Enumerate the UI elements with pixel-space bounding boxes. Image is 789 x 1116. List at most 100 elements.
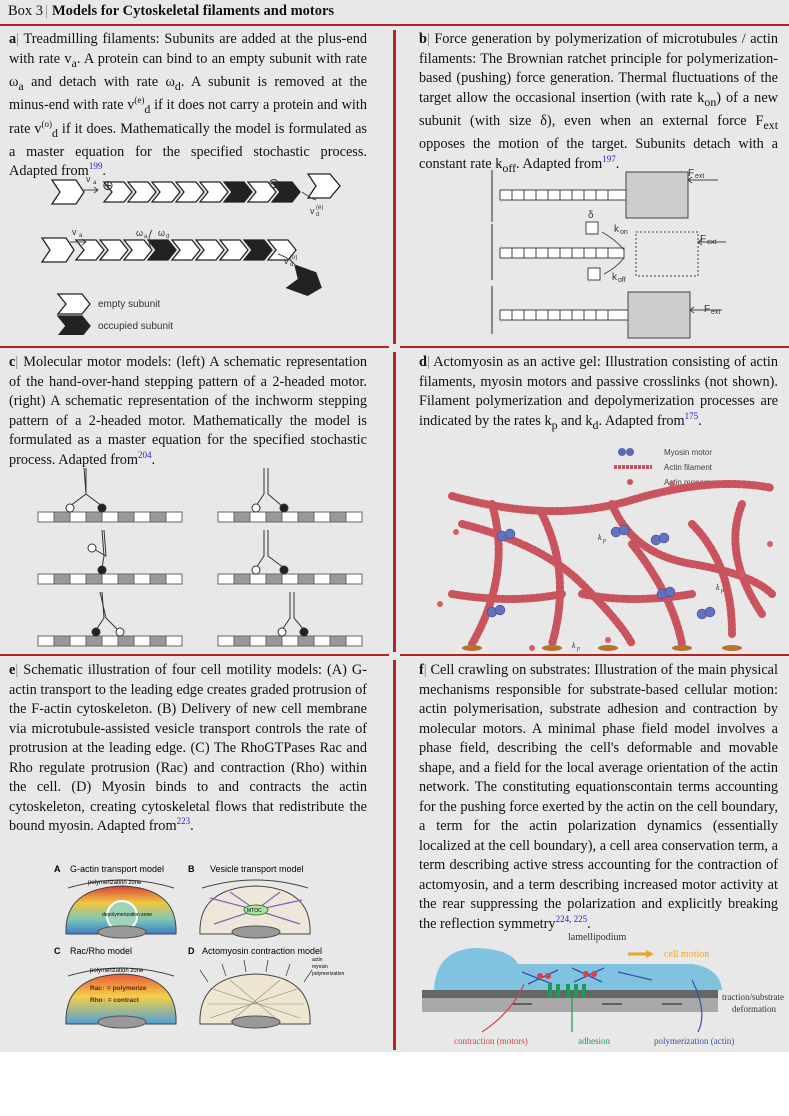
plus-end-icon: ⊕ [102, 177, 114, 193]
svg-text:a: a [144, 234, 148, 240]
divider-vertical-1 [393, 30, 396, 344]
box-title: Models for Cytoskeletal filaments and mo… [52, 3, 335, 19]
legend-myosin-motor: Myosin motor [664, 448, 712, 457]
myosin-motors [486, 524, 716, 620]
legend-occupied-subunit: occupied subunit [98, 321, 173, 332]
deformation-label: deformation [732, 1004, 776, 1014]
rate-vde-label: v [310, 206, 315, 216]
substrate-base [422, 998, 718, 1012]
divider-vertical-3 [393, 660, 396, 1050]
divider-h-right-2 [400, 654, 789, 656]
svg-text:d: d [166, 234, 169, 240]
ref-link-225[interactable]: 225 [573, 913, 588, 924]
model-d-title: Actomyosin contraction model [202, 946, 322, 956]
model-c-title: Rac/Rho model [70, 946, 132, 956]
svg-text:a: a [93, 180, 97, 186]
model-c-letter: C [54, 946, 61, 956]
active-gel-figure: Myosin motor Actin filament Actin monome… [437, 448, 776, 652]
panel-e-label: e [9, 662, 16, 678]
panel-e-caption: e| Schematic illustration of four cell m… [9, 662, 368, 834]
svg-text:p: p [602, 538, 606, 544]
contraction-label: contraction (motors) [454, 1036, 528, 1046]
ref-link-224[interactable]: 224 [555, 913, 570, 924]
cell-motility-models-figure: A G-actin transport model B Vesicle tran… [54, 864, 344, 1029]
empty-subunit-shape [50, 179, 85, 205]
box-header: Box 3 | Models for Cytoskeletal filament… [0, 0, 789, 26]
rate-wa-label: ω [136, 228, 143, 238]
svg-text:on: on [620, 229, 628, 236]
cell-c-body [65, 973, 177, 1025]
rate-kon-label: k [614, 224, 620, 235]
svg-text:v: v [72, 227, 77, 237]
model-b-title: Vesicle transport model [210, 864, 304, 874]
panel-c-label: c [9, 354, 16, 370]
force-label-2: F [700, 234, 706, 245]
box3-frame: Box 3 | Models for Cytoskeletal filament… [0, 0, 789, 1052]
svg-text:ext: ext [711, 309, 720, 316]
actin-monomers [437, 481, 773, 651]
divider-h-left-1 [0, 346, 389, 348]
panel-c-caption: c| Molecular motor models: (left) A sche… [9, 354, 368, 468]
panel-f-label: f [419, 662, 424, 678]
box-number: Box 3 [8, 3, 44, 19]
legend-empty-icon [56, 293, 91, 315]
panel-b-label: b [419, 31, 427, 47]
molecular-motor-figure [37, 467, 363, 647]
adhesion-label: adhesion [578, 1036, 610, 1046]
actin-filament-network [448, 480, 776, 648]
rate-vdo-label: v [284, 256, 289, 266]
svg-text:off: off [618, 277, 626, 284]
svg-text:ext: ext [695, 173, 704, 180]
minus-end-icon: ⊖ [268, 175, 280, 191]
legend-actin-filament: Actin filament [664, 463, 713, 472]
cell-d-body [199, 973, 311, 1025]
ref-link-197[interactable]: 197 [602, 153, 616, 164]
cell-motion-arrow-icon [646, 950, 654, 958]
svg-text:d: d [290, 262, 293, 268]
substrate-anchors [462, 645, 742, 651]
svg-text:(o): (o) [290, 255, 297, 261]
panel-b-caption: b| Force generation by polymerization of… [419, 31, 779, 175]
force-label-1: F [688, 168, 694, 179]
model-a-letter: A [54, 864, 61, 874]
model-a-inner-label: depolymerization zone [102, 912, 152, 918]
model-d-legend-polymerization: polymerization [312, 971, 344, 977]
svg-text:p: p [720, 588, 724, 594]
force-label-3: F [704, 304, 710, 315]
panel-f-caption: f| Cell crawling on substrates: Illustra… [419, 662, 779, 932]
rate-koff-label: k [612, 272, 618, 283]
polymerization-label: polymerization (actin) [654, 1036, 734, 1046]
cell-motion-label: cell motion [664, 949, 709, 960]
panel-a-caption: a| Treadmilling filaments: Subunits are … [9, 31, 367, 180]
model-a-zone-label: polymerization zone [88, 880, 142, 886]
svg-text:p: p [576, 646, 580, 652]
model-d-legend-myosin: myosin [312, 964, 328, 970]
ref-link-204[interactable]: 204 [138, 449, 152, 460]
rate-wd-label: ω [158, 228, 165, 238]
rate-kp-label-2: k [716, 583, 720, 592]
svg-text:ext: ext [707, 239, 716, 246]
ref-link-199[interactable]: 199 [88, 161, 103, 172]
rate-va-label: v [86, 174, 91, 184]
model-b-inner-label: MTOC [247, 908, 262, 914]
panel-d-caption: d| Actomyosin as an active gel: Illustra… [419, 354, 778, 432]
svg-text:d: d [316, 212, 319, 218]
legend-empty-subunit: empty subunit [98, 299, 160, 310]
model-c-rac-label: Rac↑ = polymerize [90, 985, 147, 992]
model-d-letter: D [188, 946, 195, 956]
ref-link-223[interactable]: 223 [176, 816, 191, 827]
legend-actin-monomer: Actin monomer [664, 478, 718, 487]
subunit-size-label: δ [588, 210, 594, 221]
model-c-rho-label: Rho↑ = contract [90, 997, 140, 1004]
header-separator: | [45, 3, 48, 19]
divider-h-left-2 [0, 654, 389, 656]
model-d-legend-actin: actin [312, 957, 323, 963]
model-b-letter: B [188, 864, 195, 874]
svg-text:(e): (e) [316, 205, 323, 211]
divider-h-right-1 [400, 346, 789, 348]
ref-link-175[interactable]: 175 [684, 410, 699, 421]
legend-d: Myosin motor Actin filament Actin monome… [614, 448, 718, 487]
rate-kp-label-3: k [572, 641, 576, 650]
rate-kp-label-1: k [598, 533, 602, 542]
divider-vertical-2 [393, 352, 396, 652]
